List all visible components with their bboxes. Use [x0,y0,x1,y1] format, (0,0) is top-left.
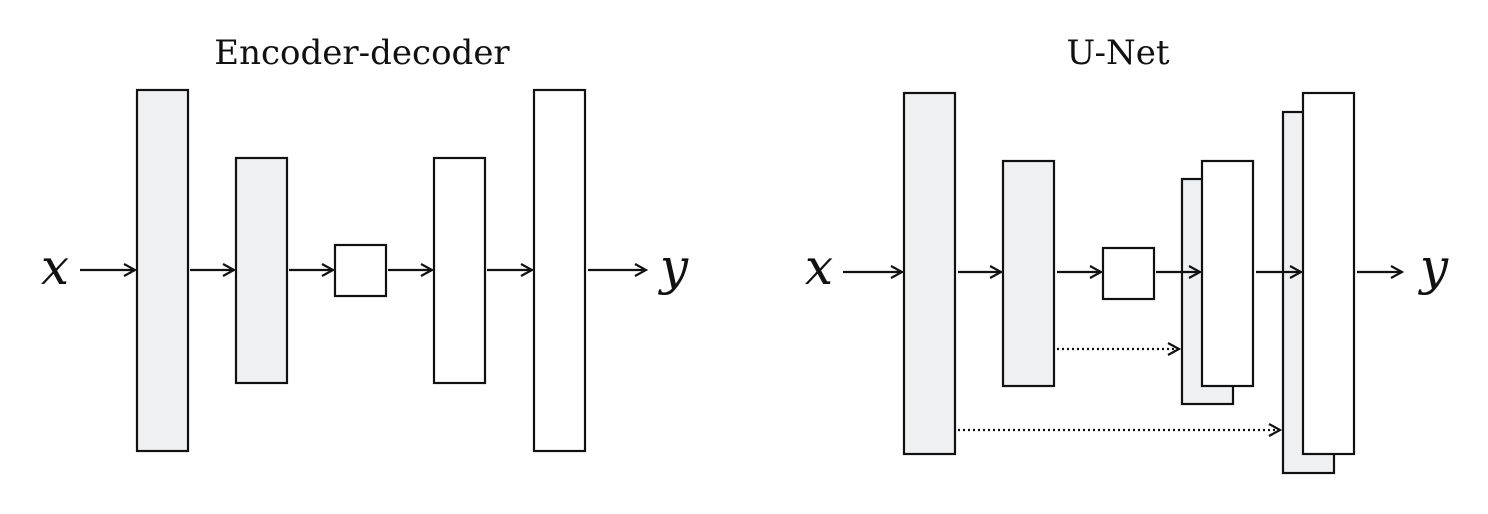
decoder-layer-1 [432,156,487,385]
encoder-layer-1 [135,88,190,453]
bottleneck-layer [333,243,388,298]
unet-bottleneck-layer [1101,246,1156,301]
encoder-decoder-title: Encoder-decoder [214,33,510,73]
encoder-layer-2 [234,156,289,385]
unet-input-label: x [805,238,833,296]
unet-decoder-layer-2 [1301,91,1356,456]
unet-title: U-Net [1066,33,1169,73]
unet-diagram: U-Net x y [805,33,1449,475]
encoder-decoder-diagram: Encoder-decoder x y [41,33,689,453]
encoder-decoder-output-label: y [658,238,689,296]
unet-encoder-layer-2 [1001,159,1056,388]
decoder-layer-2 [532,88,587,453]
unet-decoder-layer-1 [1200,159,1255,388]
encoder-decoder-input-label: x [41,238,69,296]
unet-encoder-layer-1 [902,91,957,456]
unet-output-label: y [1418,238,1449,296]
